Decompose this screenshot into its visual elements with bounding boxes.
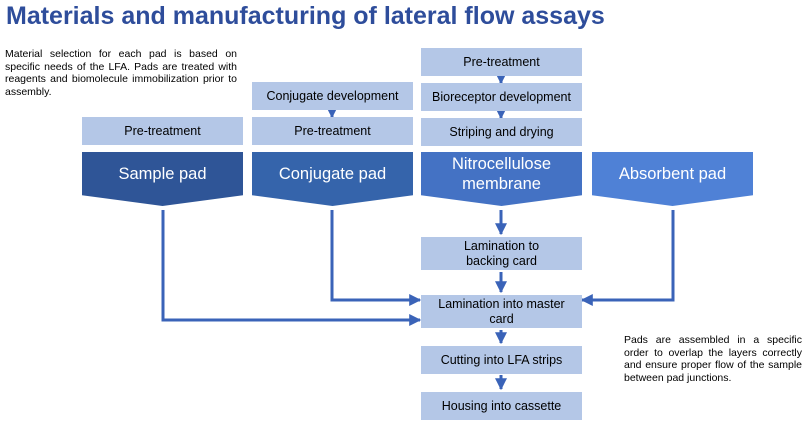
nitrocellulose-pretreatment-box: Pre-treatment: [421, 48, 582, 76]
arrow-absorbent-to-master: [580, 210, 675, 306]
conjugate-pretreatment-box: Pre-treatment: [252, 117, 413, 145]
left-note: Material selection for each pad is based…: [5, 48, 237, 98]
housing-box: Housing into cassette: [421, 392, 582, 420]
conjugate-development-box: Conjugate development: [252, 82, 413, 110]
cutting-box: Cutting into LFA strips: [421, 346, 582, 374]
lamination-backing-box: Lamination to backing card: [421, 237, 582, 270]
sample-pad: Sample pad: [82, 152, 243, 206]
striping-drying-box: Striping and drying: [421, 118, 582, 146]
conjugate-pad: Conjugate pad: [252, 152, 413, 206]
arrow-sample-to-master: [161, 210, 422, 326]
nitrocellulose-membrane-pad: Nitrocellulose membrane: [421, 152, 582, 206]
sample-pretreatment-box: Pre-treatment: [82, 117, 243, 145]
page-title: Materials and manufacturing of lateral f…: [6, 2, 605, 30]
arrow-conjugate-to-master: [330, 210, 422, 306]
absorbent-pad: Absorbent pad: [592, 152, 753, 206]
right-note: Pads are assembled in a specific order t…: [624, 334, 802, 384]
bioreceptor-development-box: Bioreceptor development: [421, 83, 582, 111]
lamination-master-box: Lamination into master card: [421, 295, 582, 328]
